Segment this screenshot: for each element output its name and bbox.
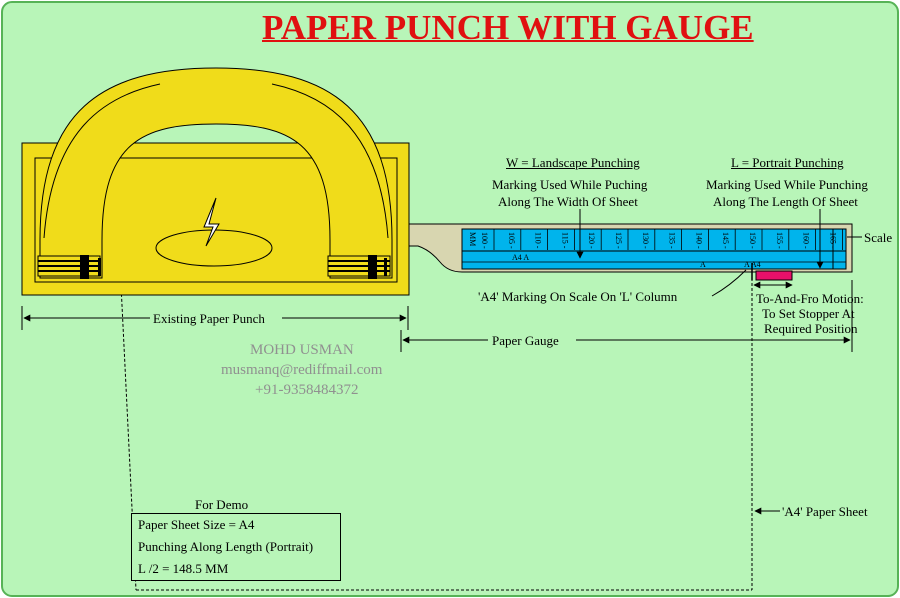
scale-w-a4-marker: A4 A <box>512 253 529 262</box>
gauge-stopper[interactable] <box>755 270 793 281</box>
scale-tick-label: 110 - <box>534 232 543 249</box>
scale-tick-label: 130 - <box>641 232 650 249</box>
author-email: musmanq@rediffmail.com <box>221 362 383 378</box>
scale-tick-label: 150 - <box>748 232 757 249</box>
left-pivot-spring <box>37 255 101 279</box>
landscape-note-2: Along The Width Of Sheet <box>498 194 638 209</box>
scale-label: Scale <box>864 230 893 245</box>
scale-tick-label: 165 - <box>828 232 837 249</box>
demo-line-1: Paper Sheet Size = A4 <box>138 517 255 532</box>
author-phone: +91-9358484372 <box>255 382 359 398</box>
motion-label-3: Required Position <box>764 321 858 336</box>
motion-label-1: To-And-Fro Motion: <box>756 291 864 306</box>
scale-tick-label: 145 - <box>721 232 730 249</box>
existing-punch-dimension <box>21 306 409 330</box>
scale-tick-label: 120 - <box>587 232 596 249</box>
existing-punch-label: Existing Paper Punch <box>153 311 265 326</box>
punch-handle <box>39 67 393 279</box>
scale-tick-label: 100 - <box>480 232 489 249</box>
demo-heading: For Demo <box>195 497 249 512</box>
scale-tick-label: 135 - <box>668 232 677 249</box>
page-title: PAPER PUNCH WITH GAUGE <box>262 8 754 47</box>
paper-gauge-dimension <box>400 280 853 352</box>
portrait-heading: L = Portrait Punching <box>731 155 844 170</box>
right-pivot-spring <box>327 255 391 279</box>
scale-tick-label: 105 - <box>507 232 516 249</box>
landscape-heading: W = Landscape Punching <box>506 155 640 170</box>
punch-logo-oval <box>155 229 273 267</box>
a4-marking-label: 'A4' Marking On Scale On 'L' Column <box>478 289 678 304</box>
lightning-icon <box>203 197 220 247</box>
portrait-note-1: Marking Used While Punching <box>706 177 868 192</box>
demo-line-2: Punching Along Length (Portrait) <box>138 539 314 554</box>
scale-l-marker: A <box>700 260 706 269</box>
motion-label-2: To Set Stopper At <box>762 306 855 321</box>
demo-line-3: L /2 = 148.5 MM <box>138 561 229 576</box>
scale-tick-label: 155 - <box>775 232 784 249</box>
scale-tick-label: 160 - <box>802 232 811 249</box>
a4-marking-leader-line <box>711 269 747 297</box>
a4-sheet-label: 'A4' Paper Sheet <box>782 504 868 519</box>
scale-tick-label: 115 - <box>560 232 569 249</box>
author-name: MOHD USMAN <box>250 342 354 358</box>
demo-info-box: Paper Sheet Size = A4 Punching Along Len… <box>131 513 341 581</box>
scale-tick-label: 125 - <box>614 232 623 249</box>
landscape-note-1: Marking Used While Puching <box>492 177 648 192</box>
scale-tick-label: 140 - <box>694 232 703 249</box>
portrait-note-2: Along The Length Of Sheet <box>713 194 858 209</box>
scale-unit-label: MM <box>468 232 477 246</box>
paper-gauge-label: Paper Gauge <box>492 333 559 348</box>
